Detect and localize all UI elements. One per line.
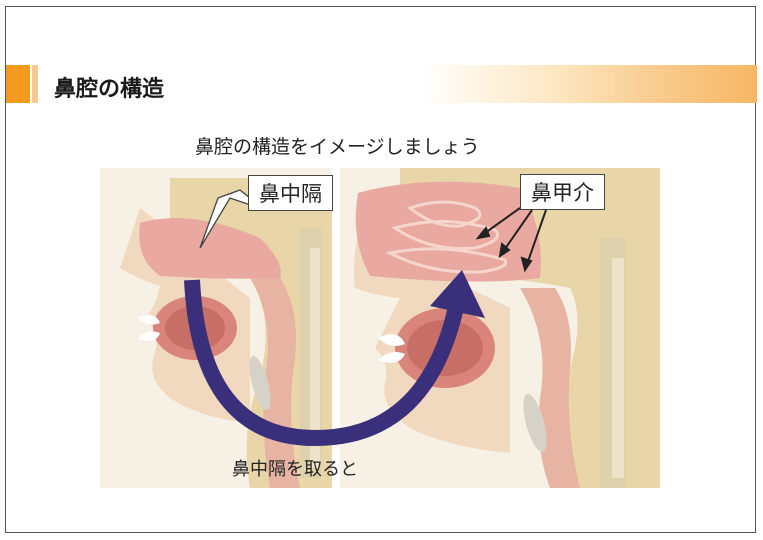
turbinate-label: 鼻甲介 bbox=[520, 174, 605, 210]
slide-subtitle: 鼻腔の構造をイメージしましょう bbox=[195, 132, 480, 159]
septum-removed-caption: 鼻中隔を取ると bbox=[232, 455, 358, 481]
nasal-cavity-diagram bbox=[100, 168, 660, 488]
septum-label: 鼻中隔 bbox=[248, 175, 333, 211]
title-accent-stripe bbox=[32, 65, 38, 103]
title-accent-block bbox=[6, 65, 30, 103]
title-bar: 鼻腔の構造 bbox=[6, 65, 757, 103]
right-head-illustration bbox=[340, 168, 660, 488]
slide-title: 鼻腔の構造 bbox=[54, 71, 164, 103]
